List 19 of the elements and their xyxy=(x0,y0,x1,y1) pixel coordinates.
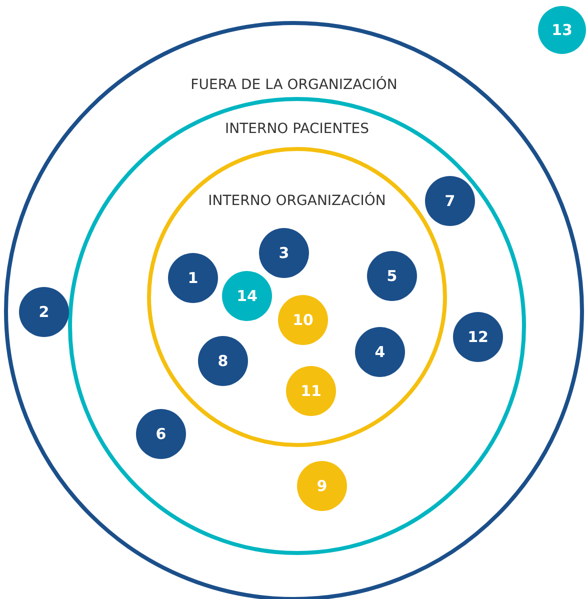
numbered-circle: 5 xyxy=(367,251,417,301)
numbered-circle: 2 xyxy=(19,287,69,337)
zone-ring xyxy=(4,21,584,599)
numbered-circle: 14 xyxy=(222,271,272,321)
zone-label: INTERNO PACIENTES xyxy=(224,121,370,137)
zone-label: INTERNO ORGANIZACIÓN xyxy=(208,193,386,209)
zone-ring xyxy=(68,97,526,555)
zone-label: FUERA DE LA ORGANIZACIÓN xyxy=(190,77,398,93)
numbered-circle: 7 xyxy=(425,176,475,226)
numbered-circle: 13 xyxy=(538,6,586,54)
numbered-circle: 1 xyxy=(168,253,218,303)
numbered-circle: 12 xyxy=(453,312,503,362)
numbered-circle: 4 xyxy=(355,327,405,377)
numbered-circle: 10 xyxy=(278,295,328,345)
numbered-circle: 11 xyxy=(286,366,336,416)
numbered-circle: 9 xyxy=(297,461,347,511)
numbered-circle: 3 xyxy=(259,228,309,278)
numbered-circle: 8 xyxy=(198,336,248,386)
numbered-circle: 6 xyxy=(136,409,186,459)
